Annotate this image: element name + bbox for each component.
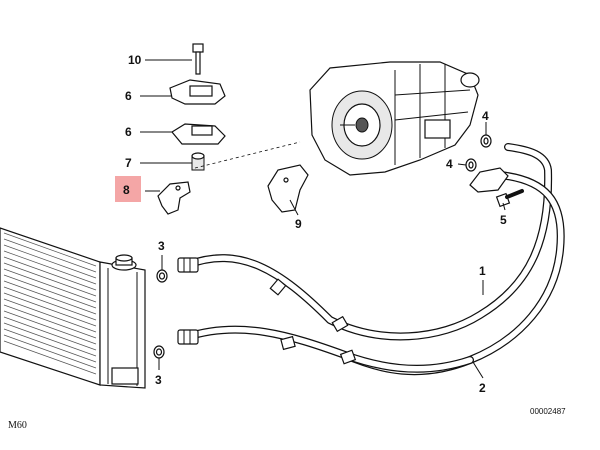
callout-6-lower: 6 xyxy=(125,125,132,139)
callout-8: 8 xyxy=(123,183,130,197)
diagram-number: 00002487 xyxy=(530,407,566,416)
line-bracket xyxy=(469,167,509,193)
callout-5: 5 xyxy=(500,213,507,227)
radiator-fins xyxy=(3,232,97,375)
radiator-bottom-mount xyxy=(111,367,139,385)
transmission xyxy=(309,61,480,176)
callout-4-upper: 4 xyxy=(482,109,489,123)
callout-10: 10 xyxy=(128,53,142,67)
callout-3-lower: 3 xyxy=(155,373,162,387)
callout-2: 2 xyxy=(479,381,486,395)
radiator xyxy=(0,227,146,389)
callout-1: 1 xyxy=(479,264,486,278)
model-label: M60 xyxy=(8,420,27,431)
bolt-10 xyxy=(192,43,204,75)
callout-4-lower: 4 xyxy=(446,157,453,171)
callout-8-highlight xyxy=(115,176,141,202)
callout-9: 9 xyxy=(295,217,302,231)
callout-7: 7 xyxy=(125,156,132,170)
callout-3-upper: 3 xyxy=(158,239,165,253)
bracket-8 xyxy=(157,181,191,215)
transmission-side-cover xyxy=(424,119,451,139)
lower-line-fitting xyxy=(177,329,199,345)
input-shaft xyxy=(355,117,369,133)
callout-6-upper: 6 xyxy=(125,89,132,103)
cooler-lines xyxy=(177,143,565,376)
bracket-9 xyxy=(267,164,309,213)
bolt-5 xyxy=(495,189,524,208)
bushing-7 xyxy=(191,152,205,171)
upper-line-fitting xyxy=(177,257,199,273)
